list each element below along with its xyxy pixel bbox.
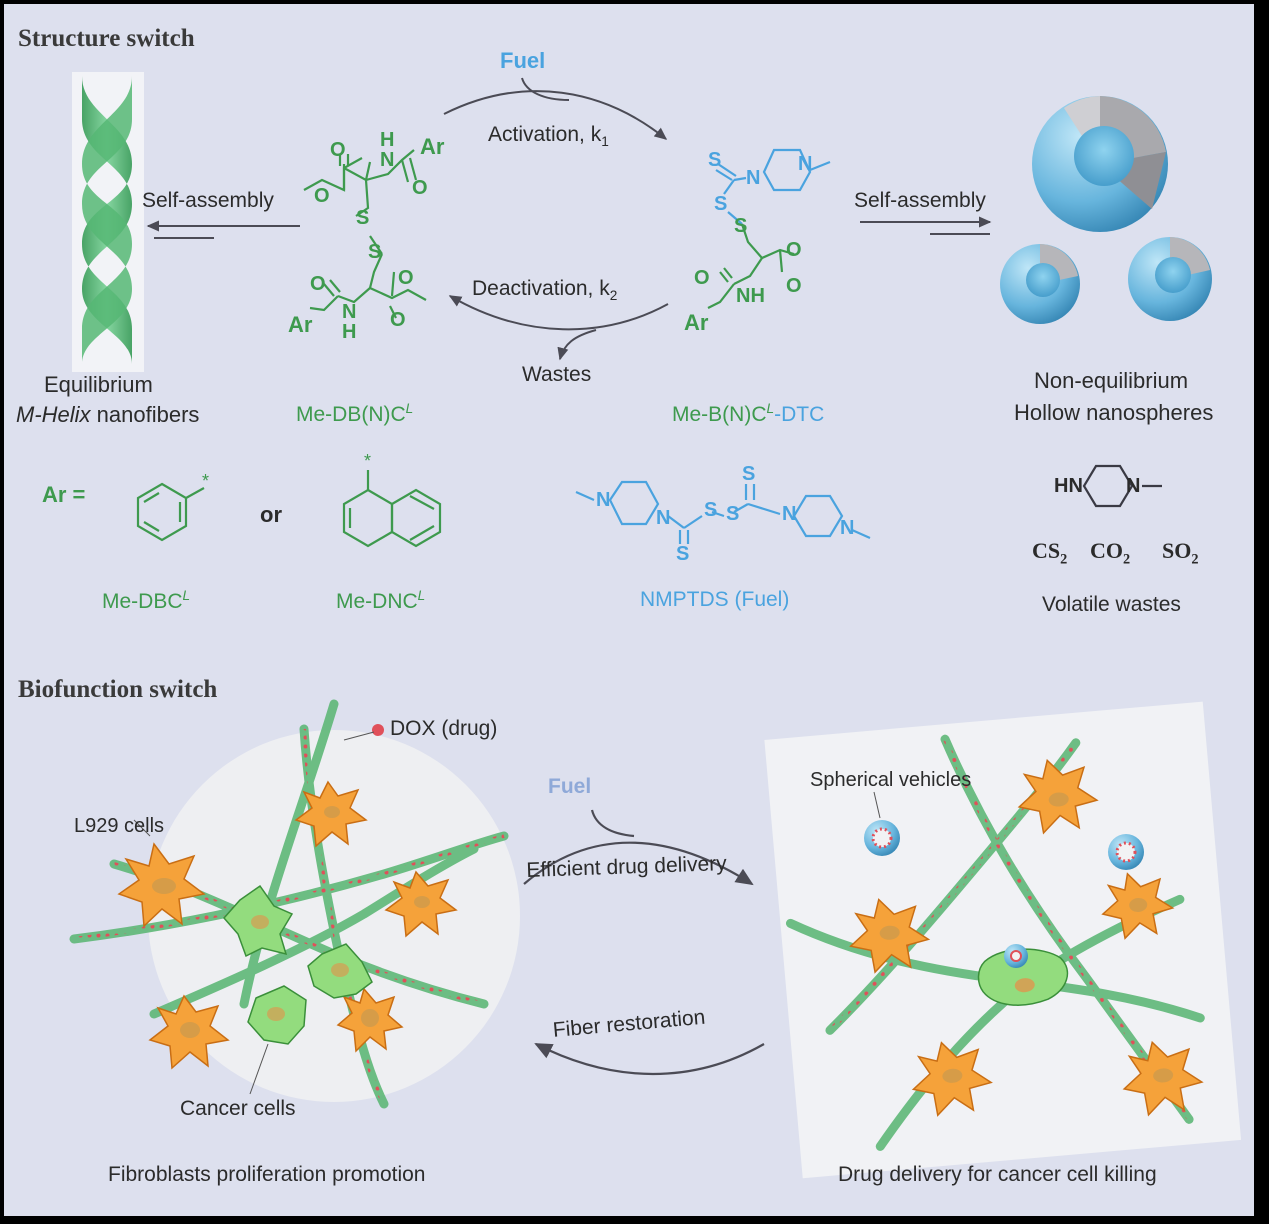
atom-h: H [342, 321, 357, 343]
activation-label: Activation, k1 [488, 123, 609, 150]
hollow-nanospheres-label: Hollow nanospheres [1014, 400, 1214, 425]
naphthalene-ring-icon [342, 470, 442, 548]
co2-label: CO2 [1090, 538, 1131, 568]
spherical-vehicle-icons [864, 820, 1144, 968]
cs2-label: CS2 [1032, 538, 1068, 568]
dox-drug-icon [372, 724, 384, 736]
atom-s: S [734, 215, 748, 237]
or-label: or [260, 502, 282, 527]
dnc-label: Me-DNCL [336, 588, 426, 613]
atom-s: S [742, 463, 756, 485]
diagram-graphics [69, 72, 1242, 1179]
attachment-star: * [364, 451, 372, 471]
fibroblasts-label: Fibroblasts proliferation promotion [108, 1163, 426, 1186]
atom-o: O [310, 273, 326, 295]
atom-n: N [782, 503, 797, 525]
self-assembly-right-arrows [860, 216, 992, 235]
methylpiperazine-skeleton [1082, 464, 1162, 508]
atom-o: O [398, 267, 414, 289]
amine-hn: HN [1054, 475, 1083, 497]
waste-exit-curve [557, 329, 597, 361]
atom-s: S [368, 241, 382, 263]
atom-s: S [708, 149, 722, 171]
self-assembly-left-arrows [146, 220, 300, 239]
atom-s: S [356, 207, 370, 229]
attachment-star: * [202, 471, 210, 491]
atom-n: N [656, 507, 671, 529]
atom-o: O [330, 139, 346, 161]
fuel-label: Fuel [500, 48, 546, 73]
nmptds-fuel-skeleton [575, 480, 871, 544]
efficient-delivery-arrow [523, 841, 754, 886]
ar-group: Ar [288, 312, 313, 337]
left-molecule-label: Me-DB(N)CL [296, 401, 414, 426]
fibroblast-scene [69, 699, 520, 1109]
dox-label: DOX (drug) [390, 717, 498, 740]
self-assembly-right-label: Self-assembly [854, 189, 986, 212]
volatile-wastes-label: Volatile wastes [1042, 593, 1181, 616]
atom-o: O [412, 177, 428, 199]
atom-o: O [786, 275, 802, 297]
atom-o: O [390, 309, 406, 331]
ar-equals-label: Ar = [42, 482, 86, 507]
benzene-ring-icon [136, 482, 205, 542]
cancer-cells-label: Cancer cells [180, 1097, 296, 1120]
l929-label: L929 cells [74, 815, 165, 837]
nonequilibrium-label: Non-equilibrium [1034, 368, 1189, 393]
drug-delivery-label: Drug delivery for cancer cell killing [838, 1163, 1157, 1186]
atom-o: O [314, 185, 330, 207]
atom-o: O [694, 267, 710, 289]
atom-n: N [746, 167, 761, 189]
atom-n: N [840, 517, 855, 539]
helix-nanofiber-icon [72, 72, 144, 372]
atom-n: N [1126, 475, 1141, 497]
ar-group: Ar [420, 134, 445, 159]
helix-nanofibers-label: M-Helix nanofibers [16, 402, 200, 427]
wastes-label: Wastes [522, 363, 592, 386]
right-molecule-label: Me-B(N)CL-DTC [672, 401, 825, 426]
spherical-vehicles-label: Spherical vehicles [810, 769, 972, 791]
amide-nh: NH [736, 285, 765, 307]
figure-frame: Structure switch Biofunction switch Fuel… [4, 4, 1254, 1216]
right-molecule-skeleton [707, 148, 831, 309]
deactivation-arrow [448, 295, 669, 331]
fuel-label-bottom: Fuel [548, 775, 592, 798]
fiber-restoration-arrow [534, 1043, 765, 1076]
drug-delivery-scene [764, 701, 1242, 1179]
atom-n: N [596, 489, 611, 511]
fuel-entry-curve [521, 77, 570, 101]
left-molecule-skeleton [303, 149, 427, 319]
fuel-entry-curve-bottom [590, 809, 635, 838]
hollow-nanosphere-icon [1000, 96, 1212, 324]
dbc-label: Me-DBCL [102, 588, 191, 613]
atom-h: H [380, 129, 395, 151]
deactivation-label: Deactivation, k2 [472, 277, 618, 304]
biofunction-switch-heading: Biofunction switch [18, 676, 218, 703]
atom-s: S [676, 543, 690, 565]
self-assembly-left-label: Self-assembly [142, 189, 274, 212]
activation-arrow [443, 90, 668, 140]
atom-n: N [380, 149, 395, 171]
equilibrium-label: Equilibrium [44, 372, 153, 397]
atom-s: S [704, 499, 718, 521]
ar-group: Ar [684, 310, 709, 335]
atom-n: N [342, 301, 357, 323]
nmptds-label: NMPTDS (Fuel) [640, 588, 790, 611]
atom-s: S [726, 503, 740, 525]
atom-o: O [786, 239, 802, 261]
structure-switch-heading: Structure switch [18, 25, 195, 52]
atom-s: S [714, 193, 728, 215]
atom-n: N [798, 153, 813, 175]
so2-label: SO2 [1162, 538, 1199, 568]
